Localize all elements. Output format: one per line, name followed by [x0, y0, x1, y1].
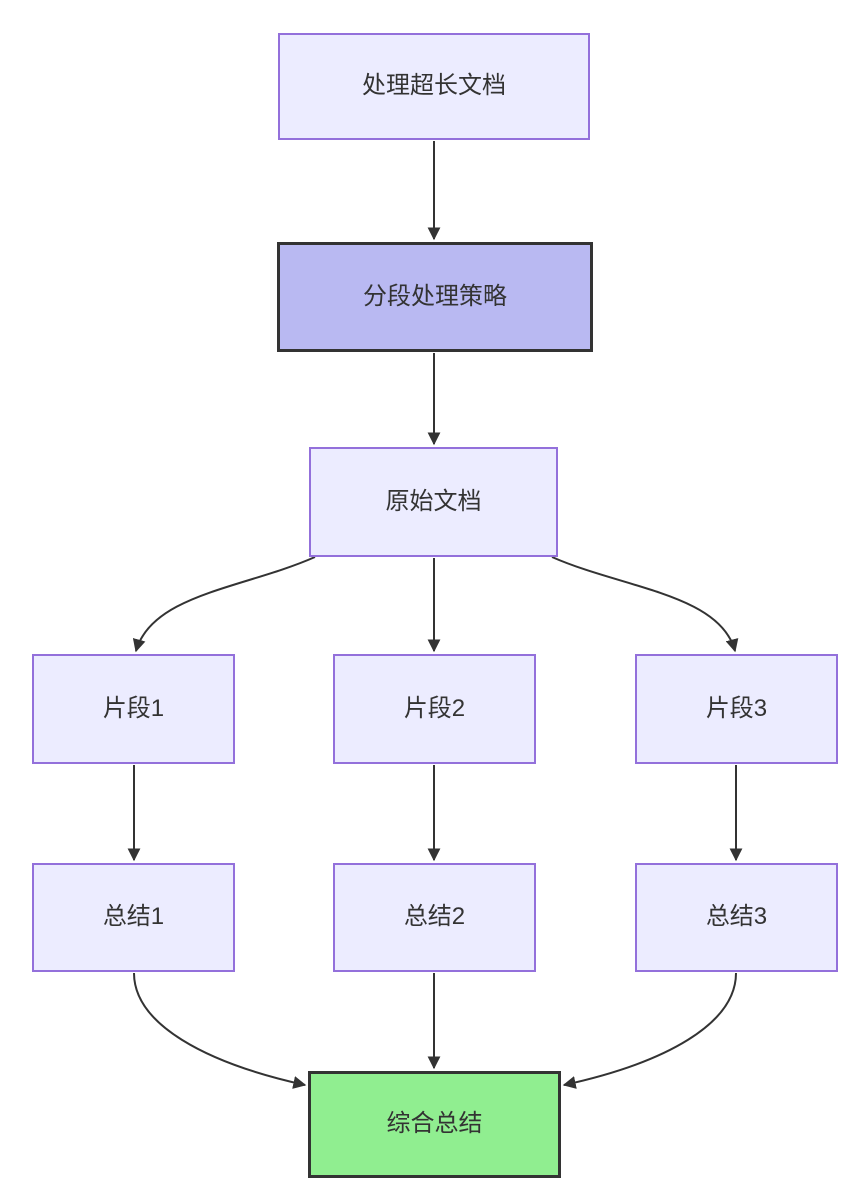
node-strategy-label: 分段处理策略: [363, 282, 507, 310]
edge-doc-seg3: [551, 556, 739, 653]
node-start-label: 处理超长文档: [362, 72, 506, 100]
node-doc: 原始文档: [309, 447, 558, 557]
node-seg1: 片段1: [32, 654, 235, 764]
node-seg3-label: 片段3: [705, 694, 768, 722]
node-sum3-label: 总结3: [705, 903, 768, 931]
node-sum3: 总结3: [635, 863, 838, 972]
node-start: 处理超长文档: [278, 33, 590, 140]
node-sum1: 总结1: [32, 863, 235, 972]
node-seg2-label: 片段2: [403, 694, 466, 722]
edge-sum3-final: [562, 972, 737, 1089]
edge-doc-seg1: [132, 556, 316, 653]
node-strategy: 分段处理策略: [277, 242, 593, 352]
node-doc-label: 原始文档: [385, 487, 482, 515]
edge-sum1-final: [133, 972, 307, 1089]
node-seg3: 片段3: [635, 654, 838, 764]
node-final-label: 综合总结: [386, 1110, 483, 1138]
node-sum2-label: 总结2: [403, 903, 466, 931]
node-final: 综合总结: [308, 1071, 561, 1178]
node-seg1-label: 片段1: [102, 694, 165, 722]
node-seg2: 片段2: [333, 654, 536, 764]
node-sum1-label: 总结1: [102, 903, 165, 931]
node-sum2: 总结2: [333, 863, 536, 972]
